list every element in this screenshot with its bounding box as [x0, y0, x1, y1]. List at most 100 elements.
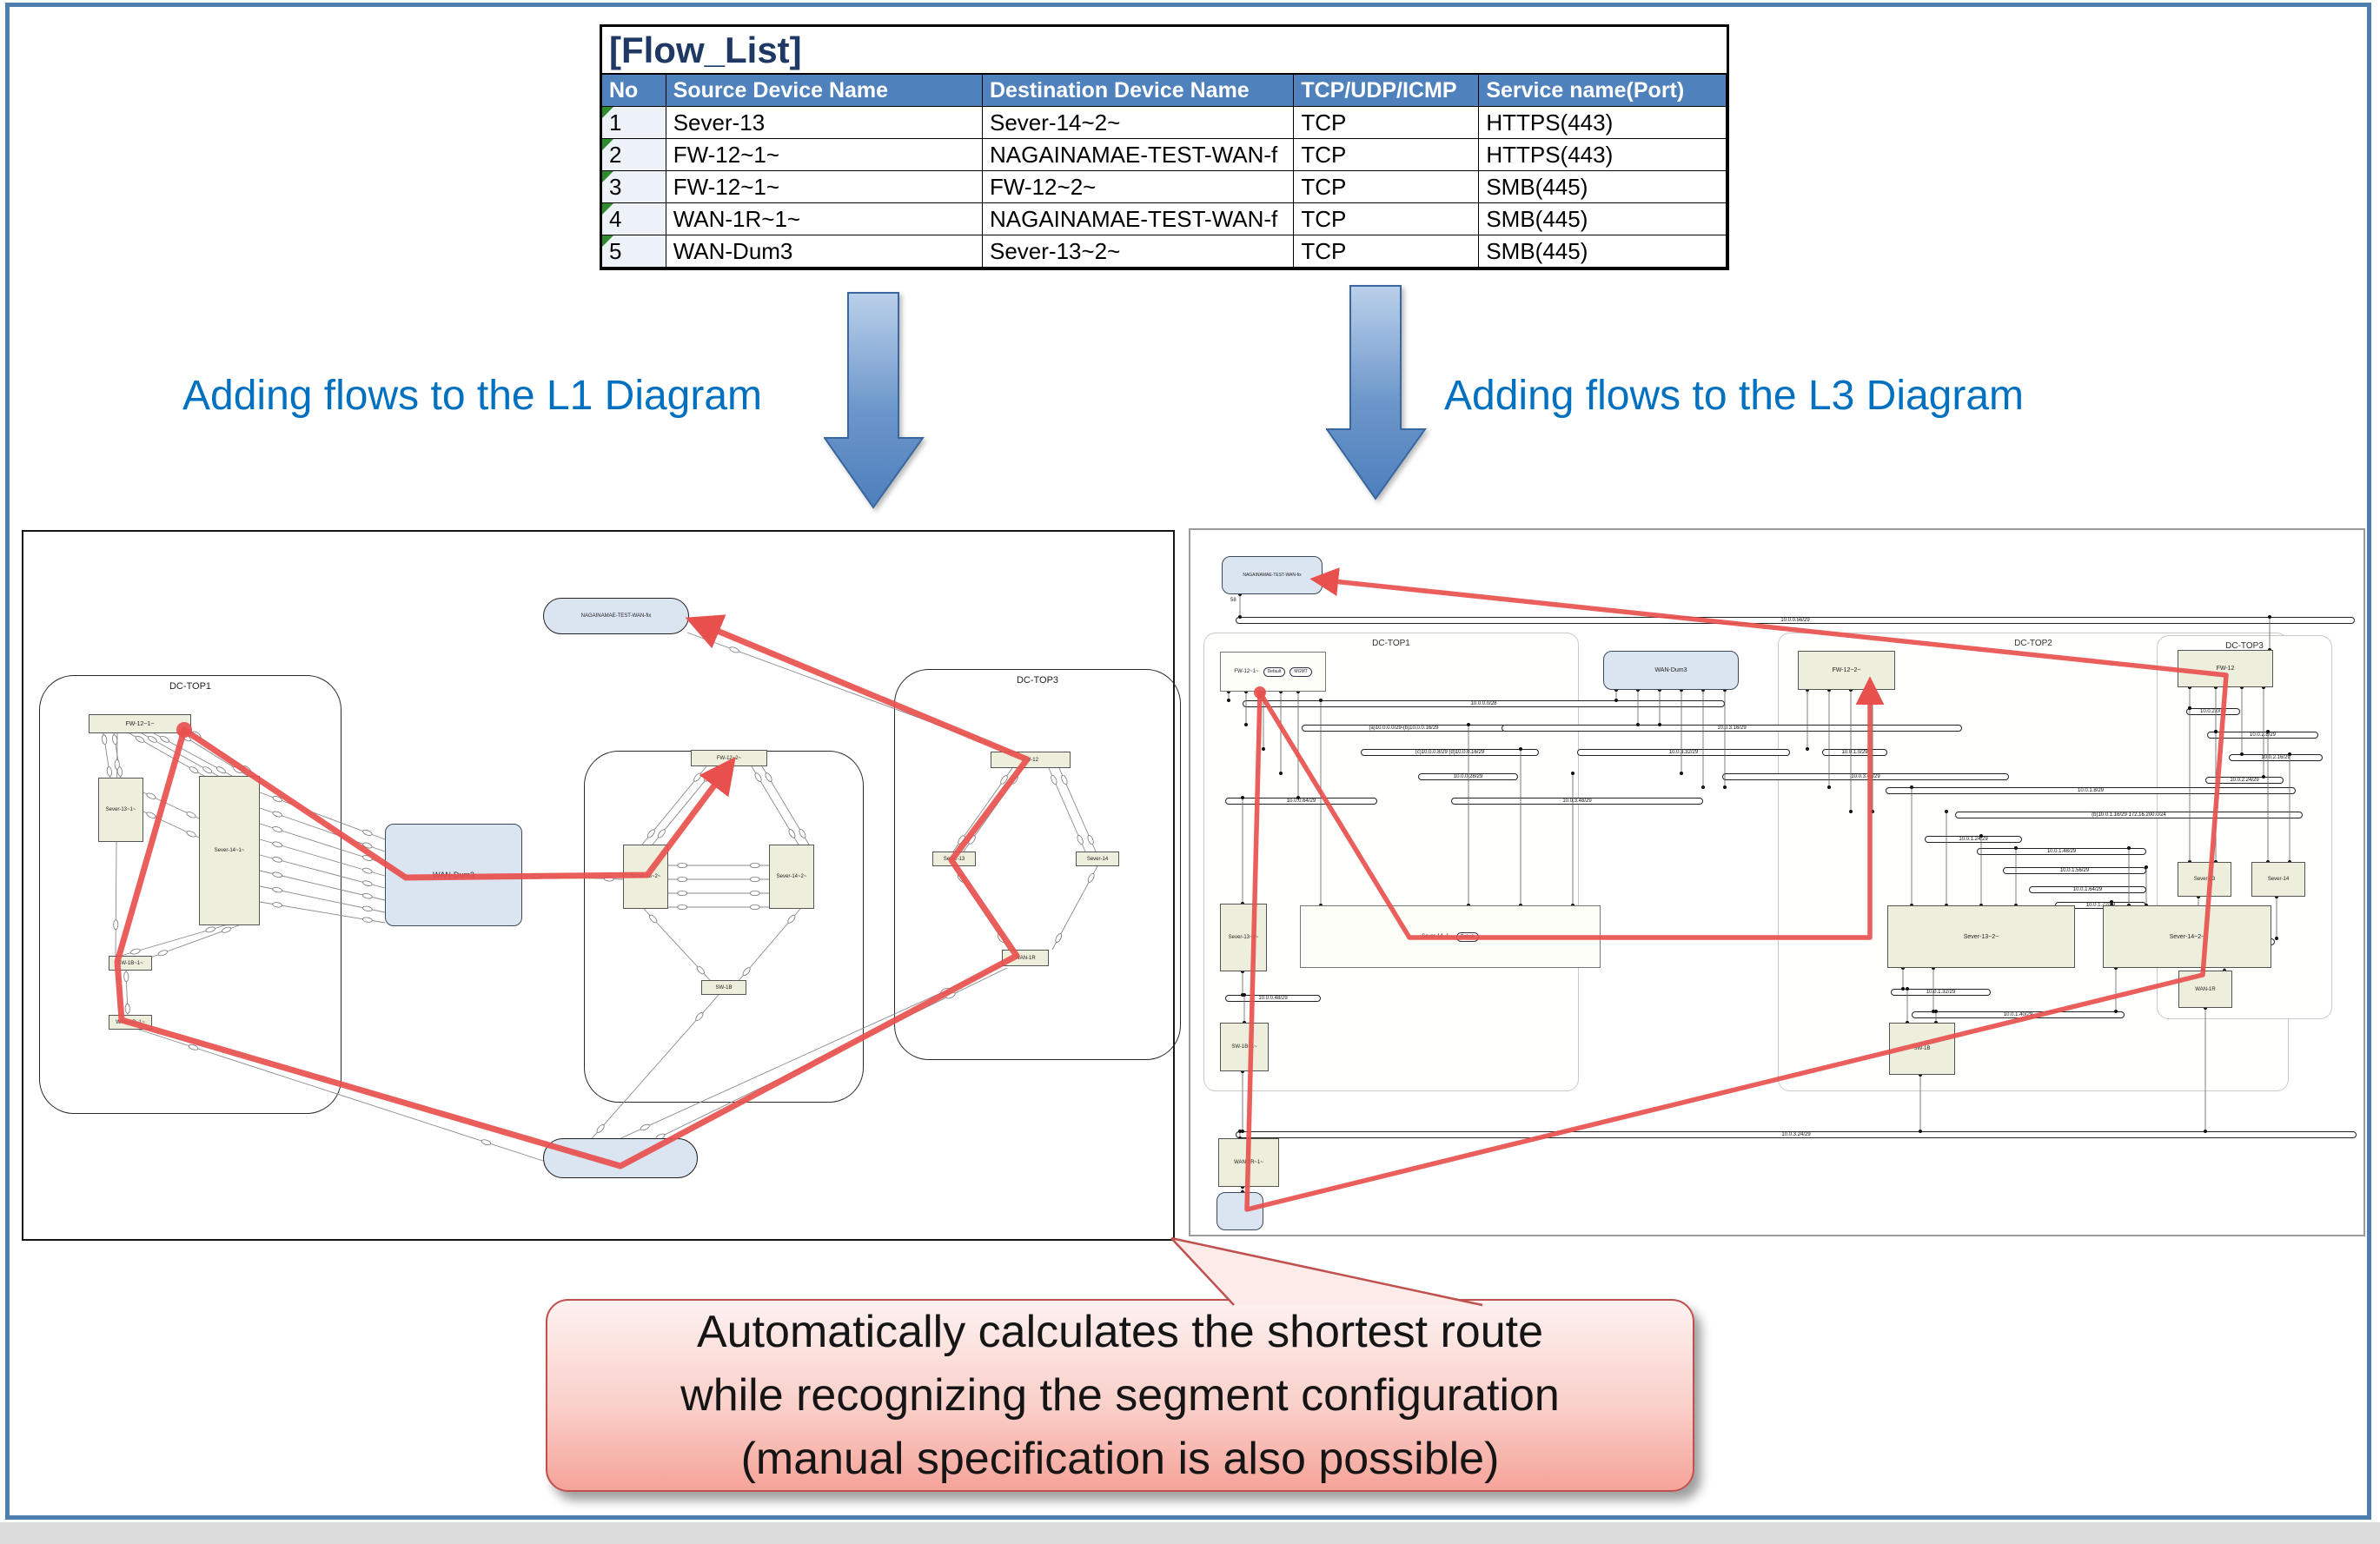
segment-label: 10.0.0.48/29: [1258, 996, 1288, 1001]
segment-label: (a)10.0.0.0/29-(b)10.0.0.16/29: [1369, 726, 1439, 731]
table-cell: WAN-1R~1~: [666, 203, 983, 235]
cell-corner-mark: [602, 203, 613, 215]
node-sever-13-1-: Sever-13~1~: [1220, 904, 1267, 971]
cell-text: Sever-13~2~: [989, 237, 1121, 264]
cell-text: SMB(445): [1486, 237, 1588, 264]
segment-label: 10.0.1.48/29: [2046, 849, 2077, 854]
segment-label: 10.0.3.24/29: [1781, 1132, 1811, 1137]
node-sw-1b-1-: SW-1B~1~: [1220, 1023, 1269, 1071]
flow-table-header-cell: TCP/UDP/ICMP: [1294, 75, 1480, 107]
node-sever-14-2-: Sever-14~2~: [2103, 905, 2271, 968]
segment-bar: 10.0.2.8/29: [2207, 732, 2318, 739]
flow-route-overlay: [114, 614, 1031, 1170]
table-cell: TCP: [1294, 107, 1480, 139]
flow-route: [1257, 676, 1885, 940]
callout-line-1: Automatically calculates the shortest ro…: [696, 1306, 1544, 1357]
footer-strip: [0, 1522, 2380, 1544]
node-label: SW-1B: [715, 984, 733, 991]
node-wan-dum3: WAN-Dum3: [1603, 651, 1739, 690]
table-row: 3 FW-12~1~ FW-12~2~ TCP SMB(445): [602, 171, 1727, 203]
node-sub-oval: Default: [1263, 666, 1286, 677]
segment-bar: 10.0.3.40/29: [1722, 773, 2009, 780]
node-label: Sever-14~2~: [776, 874, 807, 879]
flow-route: [1244, 567, 2229, 1212]
flow-table-header-cell: Service name(Port): [1479, 75, 1727, 107]
cell-text: FW-12~1~: [673, 173, 780, 200]
segment-bar: 10.0.0.28/29: [1418, 773, 1518, 780]
l1-diagram-panel: DC-TOP1DC-TOP2DC-TOP3NAGAINAMAE-TEST-WAN…: [22, 530, 1181, 1241]
group-label: DC-TOP2: [2014, 639, 2052, 648]
segment-bar: 10.0.2.24/29: [2205, 777, 2284, 784]
segment-label: (c)10.0.0.8/29 (d)10.0.0.16/29: [1415, 750, 1485, 755]
table-cell: 3: [602, 171, 666, 203]
table-cell: TCP: [1294, 235, 1480, 268]
cell-text: Sever-13: [673, 109, 766, 136]
flow-table-header-cell: Destination Device Name: [982, 75, 1295, 107]
table-cell: Sever-13~2~: [982, 235, 1295, 268]
node-label: Sever-13~1~: [105, 807, 136, 812]
down-arrow-l1-icon: [824, 292, 925, 509]
port-label: 58: [1230, 598, 1236, 603]
segment-label: 10.0.1.40/29: [2003, 1012, 2033, 1017]
table-cell: FW-12~2~: [982, 171, 1295, 203]
node-sever-13-1-: Sever-13~1~: [98, 778, 143, 842]
dc-group-dc-top1: DC-TOP1: [39, 675, 341, 1114]
segment-bar: 10.0.1.8/29: [1886, 787, 2296, 794]
segment-bar: 10.0.3.32/29: [1577, 749, 1790, 756]
node-label: Sever-14~1~: [214, 848, 245, 853]
table-cell: NAGAINAMAE-TEST-WAN-f: [982, 203, 1295, 235]
node-label: FW-12~1~: [125, 720, 155, 727]
node-label: FW-12: [2216, 666, 2235, 672]
segment-label: 10.0.2.16/29: [2261, 755, 2291, 760]
segment-label: 10.0.3.16/29: [1717, 726, 1747, 731]
node-sever-14: Sever-14: [2251, 862, 2305, 897]
flow-route-overlay: [1244, 567, 2229, 1212]
node-label: WAN-Dum3: [1654, 667, 1687, 673]
segment-label: 10.0.1.8/29: [2077, 788, 2105, 793]
segment-bar: 10.0.1.64/29: [2029, 886, 2146, 893]
group-label: DC-TOP3: [1016, 675, 1059, 686]
table-cell: HTTPS(443): [1479, 139, 1727, 171]
segment-label: 10.0.1.64/29: [2072, 887, 2103, 892]
node-label: FW-12: [1023, 757, 1038, 763]
cell-text: FW-12~2~: [989, 173, 1097, 200]
callout-tail: [1170, 1236, 1483, 1307]
group-label: DC-TOP1: [169, 681, 212, 692]
table-cell: SMB(445): [1479, 171, 1727, 203]
callout-bubble: Automatically calculates the shortest ro…: [546, 1299, 1694, 1492]
cell-text: TCP: [1301, 141, 1347, 168]
table-cell: SMB(445): [1479, 203, 1727, 235]
cell-text: SMB(445): [1486, 205, 1588, 232]
segment-label: 10.0.0.64/29: [1286, 799, 1316, 804]
segment-bar: 10.0.3.48/29: [1451, 798, 1703, 805]
dc-group-dc-top3: DC-TOP3: [894, 669, 1181, 1060]
l3-section-label: Adding flows to the L3 Diagram: [1444, 373, 2025, 419]
table-cell: TCP: [1294, 203, 1480, 235]
table-cell: 4: [602, 203, 666, 235]
flow-table-title: [Flow_List]: [602, 27, 1727, 75]
node-label: Sever-13: [2193, 877, 2216, 882]
segment-label: 10.0.3.32/29: [1668, 750, 1699, 755]
segment-bar: 10.0.0.64/29: [1225, 798, 1377, 805]
cell-text: Sever-14~2~: [989, 109, 1121, 136]
down-arrow-l3-icon: [1326, 285, 1427, 500]
segment-label: 10.0.2.24/29: [2230, 778, 2259, 783]
callout-line-3: (manual specification is also possible): [740, 1433, 1500, 1484]
cell-text: FW-12~1~: [673, 141, 780, 168]
table-cell: NAGAINAMAE-TEST-WAN-f: [982, 139, 1295, 171]
table-cell: Sever-13: [666, 107, 983, 139]
cell-text: TCP: [1301, 173, 1347, 200]
node-label: Sever-14: [2267, 877, 2290, 882]
segment-bar: 10.0.0.48/29: [1225, 995, 1321, 1002]
segment-bar: (c)10.0.0.8/29 (d)10.0.0.16/29: [1361, 749, 1539, 756]
cell-text: NAGAINAMAE-TEST-WAN-f: [989, 141, 1278, 168]
cell-text: HTTPS(443): [1486, 109, 1614, 136]
node-sever-13: Sever-13: [2178, 862, 2231, 897]
node-label: FW-12~2~: [1832, 667, 1861, 673]
segment-bar: 10.0.0.56/29: [1236, 617, 2355, 624]
